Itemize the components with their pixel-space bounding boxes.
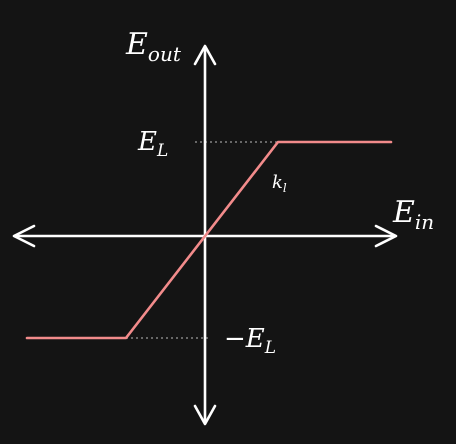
lower-level-label: −EL — [224, 324, 276, 358]
x-axis-label: Ein — [392, 195, 434, 234]
slope-label: kl — [272, 172, 287, 195]
y-axis-top-arrow — [193, 44, 217, 66]
x-axis-left-arrow — [12, 224, 36, 248]
x-axis-right-arrow — [374, 224, 398, 248]
upper-level-label: EL — [137, 127, 168, 161]
y-axis-label: Eout — [125, 27, 182, 66]
y-axis-bottom-arrow — [193, 404, 217, 426]
transfer-curve — [25, 140, 393, 340]
